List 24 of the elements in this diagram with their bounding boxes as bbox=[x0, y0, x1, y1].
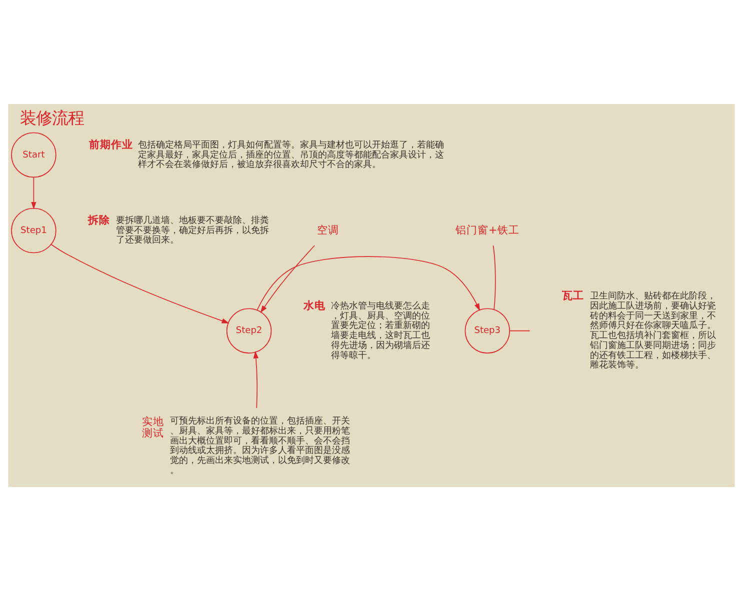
node-label: 卫生间防水、贴砖都在此阶段，因此施工队进场前，要确认好瓷砖的料会于同一天送到家里，不然师傅只好在你家聊天嗑瓜子。瓦工也包括填补门套窗框，所以铝门窗施工队要同期进场；同步的还有铁工工程，如楼梯扶手、雕花装饰等。 bbox=[590, 292, 716, 371]
node-label: 要拆哪几道墙、地板要不要敲除、排粪管要不要换等，确定好后再拆，以免拆了还要做回来。 bbox=[116, 216, 269, 246]
arrow bbox=[31, 176, 36, 210]
node-label: 水电 bbox=[303, 298, 326, 312]
node-text: 铝门窗+铁工 bbox=[455, 223, 520, 236]
node-label: 包括确定格局平面图，灯具如何配置等。家具与建材也可以开始逛了，若能确定家具最好，家具定位后，插座的位置、吊顶的高度等都能配合家具设计，这样才不会在装修做好后，被迫放弃很喜欢却尺寸不合的家具。 bbox=[138, 140, 444, 170]
diagram-title: 装修流程 bbox=[20, 108, 84, 128]
node-label: 可预先标出所有设备的位置，包括插座、开关、厨具、家具等，最好都标出来，只要用粉笔画出大概位置即可，看看顺不顺手、会不会挡到动线或太拥挤。因为许多人看平面图是没感觉的，先画出来实地测试，以免到时又要修改。 bbox=[170, 416, 350, 476]
connector bbox=[492, 245, 496, 310]
node-label: 拆除 bbox=[88, 214, 110, 227]
node-circle: Step3 bbox=[464, 308, 510, 354]
arrow bbox=[253, 350, 259, 408]
node-label: 冷热水管与电线要怎么走，灯具、厨具、空调的位置要先定位；若重新砌的墙要走电线，这时瓦工也得先进场，因为砌墙后还得等晾干。 bbox=[331, 301, 430, 361]
node-circle: Start bbox=[11, 132, 56, 178]
node-circle: Step1 bbox=[11, 208, 56, 254]
node-label: 前期作业 bbox=[88, 138, 133, 151]
arrow bbox=[50, 244, 230, 324]
node-label: 瓦工 bbox=[562, 289, 584, 302]
connector bbox=[509, 330, 530, 332]
arrow bbox=[260, 245, 315, 313]
node-text: 空调 bbox=[316, 223, 339, 236]
node-text: 实地测试 bbox=[142, 414, 164, 440]
node-circle: Step2 bbox=[226, 308, 272, 354]
arrow bbox=[256, 256, 480, 311]
